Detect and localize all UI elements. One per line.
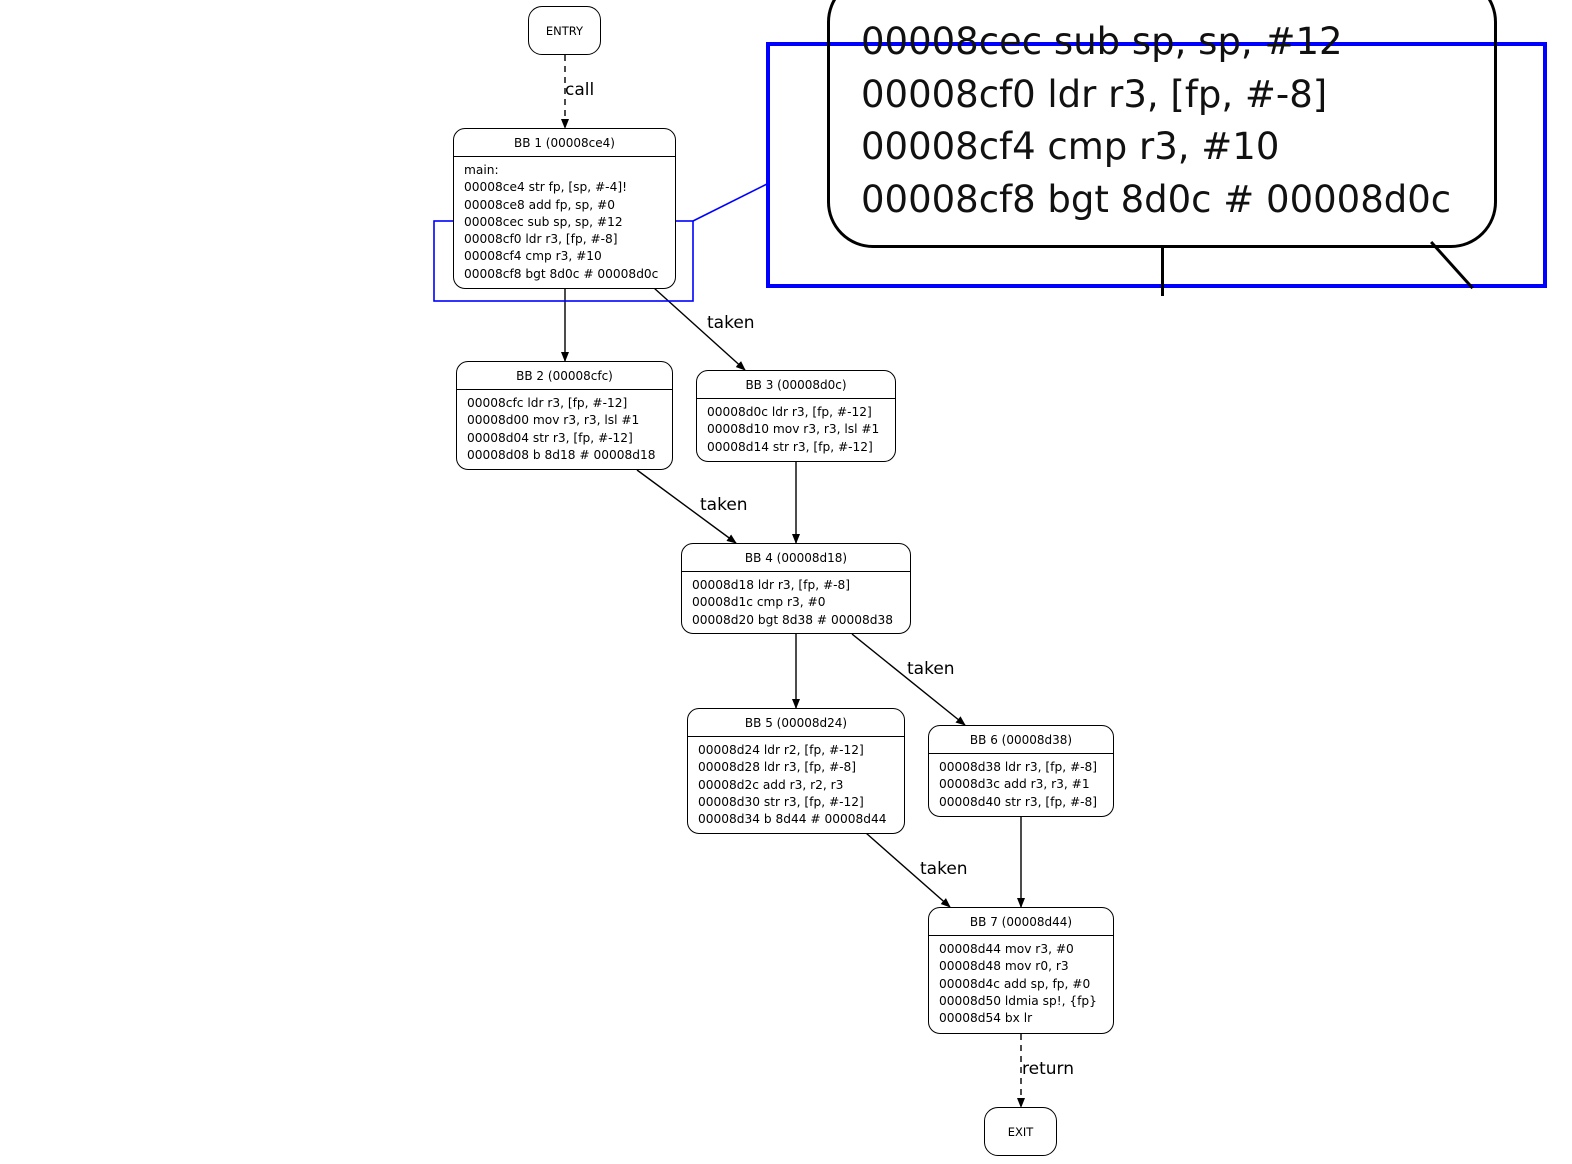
code-line: 00008d1c cmp r3, #0	[692, 595, 826, 610]
block-title: BB 7 (00008d44)	[929, 908, 1113, 936]
zoom-connector	[692, 183, 768, 222]
code-line: 00008d48 mov r0, r3	[939, 959, 1069, 974]
code-line: 00008d28 ldr r3, [fp, #-8]	[698, 760, 857, 775]
code-line: 00008d18 ldr r3, [fp, #-8]	[692, 578, 851, 592]
code-line: main:	[464, 163, 499, 177]
zoomed-code: 00008cec sub sp, sp, #12 00008cf0 ldr r3,…	[861, 16, 1451, 226]
block-code: main: 00008ce4 str fp, [sp, #-4]! 00008ce8…	[454, 157, 675, 283]
edge-bb5-bb7	[865, 832, 951, 908]
edge-bb2-bb4	[636, 469, 737, 544]
code-line: 00008cf4 cmp r3, #10	[464, 249, 602, 264]
block-title: BB 1 (00008ce4)	[454, 129, 675, 157]
code-line: 00008d38 ldr r3, [fp, #-8]	[939, 760, 1098, 774]
zoomed-edge-down	[1161, 246, 1164, 296]
code-line: 00008d50 ldmia sp!, {fp}	[939, 993, 1097, 1008]
exit-node: EXIT	[984, 1107, 1057, 1156]
edge-label-taken: taken	[707, 313, 755, 333]
basic-block-6: BB 6 (00008d38) 00008d38 ldr r3, [fp, #-…	[928, 725, 1114, 817]
code-line: 00008ce8 add fp, sp, #0	[464, 197, 615, 212]
block-code: 00008d0c ldr r3, [fp, #-12] 00008d10 mov …	[697, 399, 895, 456]
code-line: 00008cec sub sp, sp, #12	[464, 214, 623, 229]
code-line: 00008cf0 ldr r3, [fp, #-8]	[464, 232, 618, 247]
code-line: 00008cfc ldr r3, [fp, #-12]	[467, 396, 628, 410]
code-line: 00008cf8 bgt 8d0c # 00008d0c	[464, 266, 659, 281]
edge-label-taken: taken	[920, 859, 968, 879]
basic-block-3: BB 3 (00008d0c) 00008d0c ldr r3, [fp, #-…	[696, 370, 896, 462]
block-code: 00008d38 ldr r3, [fp, #-8] 00008d3c add r…	[929, 754, 1113, 811]
block-code: 00008d18 ldr r3, [fp, #-8] 00008d1c cmp r…	[682, 572, 910, 629]
code-line: 00008d00 mov r3, r3, lsl #1	[467, 413, 640, 428]
entry-node: ENTRY	[528, 6, 601, 55]
block-code: 00008d44 mov r3, #0 00008d48 mov r0, r3 00…	[929, 936, 1113, 1027]
code-line: 00008d40 str r3, [fp, #-8]	[939, 794, 1098, 809]
code-line: 00008d20 bgt 8d38 # 00008d38	[692, 612, 893, 627]
basic-block-2: BB 2 (00008cfc) 00008cfc ldr r3, [fp, #-…	[456, 361, 673, 470]
zoomed-code-line: 00008cf4 cmp r3, #10	[861, 125, 1280, 168]
block-title: BB 2 (00008cfc)	[457, 362, 672, 390]
code-line: 00008ce4 str fp, [sp, #-4]!	[464, 180, 627, 195]
block-title: BB 3 (00008d0c)	[697, 371, 895, 399]
block-code: 00008cfc ldr r3, [fp, #-12] 00008d00 mov …	[457, 390, 672, 464]
edge-label-taken: taken	[907, 659, 955, 679]
code-line: 00008d08 b 8d18 # 00008d18	[467, 447, 656, 462]
code-line: 00008d04 str r3, [fp, #-12]	[467, 430, 633, 445]
code-line: 00008d0c ldr r3, [fp, #-12]	[707, 405, 872, 419]
code-line: 00008d34 b 8d44 # 00008d44	[698, 812, 887, 827]
basic-block-5: BB 5 (00008d24) 00008d24 ldr r2, [fp, #-…	[687, 708, 905, 834]
block-title: BB 6 (00008d38)	[929, 726, 1113, 754]
zoomed-code-line: 00008cec sub sp, sp, #12	[861, 20, 1343, 63]
code-line: 00008d14 str r3, [fp, #-12]	[707, 439, 873, 454]
code-line: 00008d44 mov r3, #0	[939, 942, 1074, 956]
edge-bb4-bb6	[851, 633, 966, 726]
edge-label-return: return	[1022, 1059, 1074, 1079]
code-line: 00008d4c add sp, fp, #0	[939, 976, 1091, 991]
code-line: 00008d54 bx lr	[939, 1011, 1033, 1026]
zoom-inset: 00008cec sub sp, sp, #12 00008cf0 ldr r3,…	[766, 0, 1547, 296]
zoomed-edge-diagonal	[1430, 240, 1474, 290]
edge-label-taken: taken	[700, 495, 748, 515]
code-line: 00008d30 str r3, [fp, #-12]	[698, 794, 864, 809]
zoomed-code-line: 00008cf0 ldr r3, [fp, #-8]	[861, 72, 1328, 116]
code-line: 00008d10 mov r3, r3, lsl #1	[707, 422, 880, 437]
code-line: 00008d2c add r3, r2, r3	[698, 777, 844, 792]
basic-block-4: BB 4 (00008d18) 00008d18 ldr r3, [fp, #-…	[681, 543, 911, 634]
block-title: BB 4 (00008d18)	[682, 544, 910, 572]
code-line: 00008d3c add r3, r3, #1	[939, 777, 1090, 792]
edge-label-call: call	[565, 80, 595, 100]
basic-block-1: BB 1 (00008ce4) main: 00008ce4 str fp, [s…	[453, 128, 676, 289]
zoomed-code-line: 00008cf8 bgt 8d0c # 00008d0c	[861, 177, 1452, 221]
block-title: BB 5 (00008d24)	[688, 709, 904, 737]
code-line: 00008d24 ldr r2, [fp, #-12]	[698, 743, 864, 757]
block-code: 00008d24 ldr r2, [fp, #-12] 00008d28 ldr …	[688, 737, 904, 828]
